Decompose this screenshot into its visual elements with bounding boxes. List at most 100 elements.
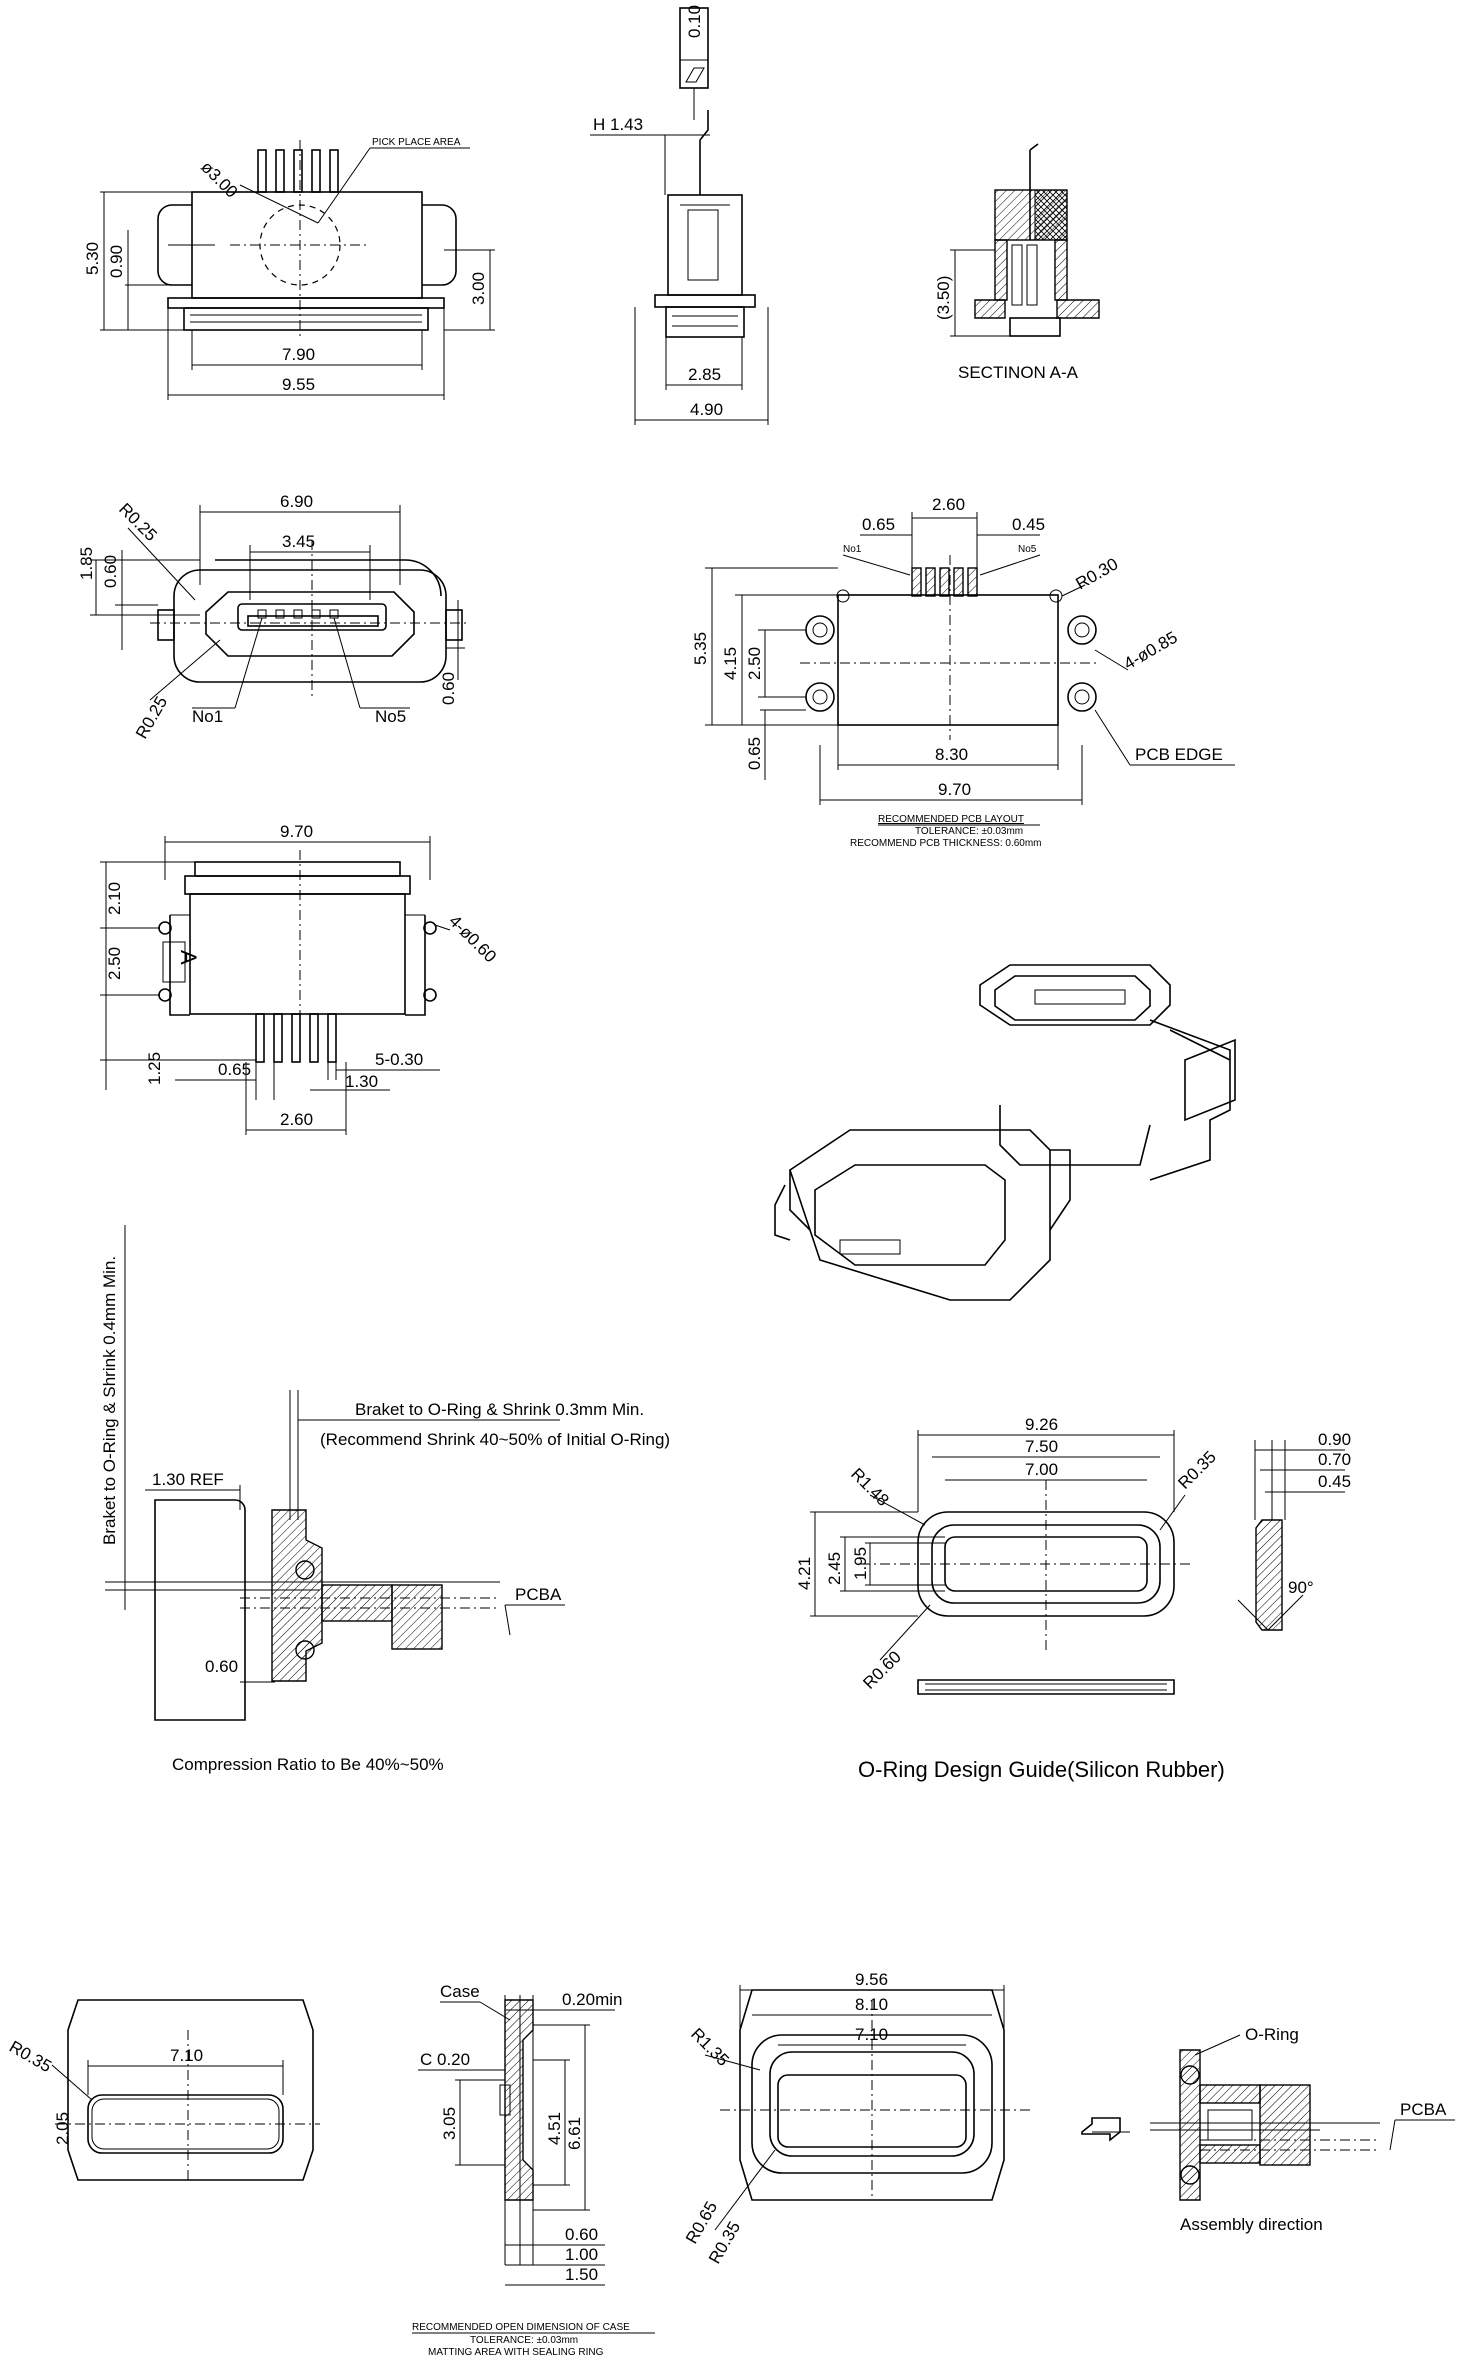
compression-label: Compression Ratio to Be 40%~50% — [172, 1755, 444, 1774]
case-label: Case — [440, 1982, 480, 2001]
case-width-710b: 7.10 — [855, 2025, 888, 2044]
section-title: SECTINON A-A — [958, 363, 1079, 382]
dim-height-415: 4.15 — [721, 647, 740, 680]
oring-thick-070: 0.70 — [1318, 1450, 1351, 1469]
case-dim-100: 1.00 — [565, 2245, 598, 2264]
oring-height-421: 4.21 — [795, 1557, 814, 1590]
oring-thick-090: 0.90 — [1318, 1430, 1351, 1449]
pcb-thickness: RECOMMEND PCB THICKNESS: 0.60mm — [850, 838, 1042, 849]
dim-width-285: 2.85 — [688, 365, 721, 384]
oring-title: O-Ring Design Guide(Silicon Rubber) — [858, 1757, 1225, 1782]
dim-width-790: 7.90 — [282, 345, 315, 364]
dim-height-530: 5.30 — [83, 242, 102, 275]
dim-width-260: 2.60 — [932, 495, 965, 514]
dim-width-045: 0.45 — [1012, 515, 1045, 534]
pin-label-no5: No5 — [375, 707, 406, 726]
bracket-ref-label: 1.30 REF — [152, 1470, 224, 1489]
bracket-label-2: (Recommend Shrink 40~50% of Initial O-Ri… — [320, 1430, 670, 1449]
case-title: RECOMMENDED OPEN DIMENSION OF CASE — [412, 2322, 630, 2333]
case-r035b: R0.35 — [705, 2218, 744, 2267]
pcb-layout-title: RECOMMENDED PCB LAYOUT — [878, 814, 1024, 825]
case-width-810: 8.10 — [855, 1995, 888, 2014]
section-a-a: (3.50) SECTINON A-A — [934, 143, 1100, 382]
dim-height-185: 1.85 — [77, 547, 96, 580]
pcb-tolerance: TOLERANCE: ±0.03mm — [915, 826, 1023, 837]
assembly-view: O-Ring PCBA Assembly direction — [1081, 2025, 1455, 2234]
case-open-view: R0.35 7.10 2.05 — [6, 1999, 320, 2181]
assembly-oring-label: O-Ring — [1245, 2025, 1299, 2044]
case-matting: MATTING AREA WITH SEALING RING — [428, 2347, 604, 2358]
case-section: Case 0.20min C 0.20 3.05 4.51 6.61 0.60 … — [412, 1982, 655, 2358]
case-chamfer: C 0.20 — [420, 2050, 470, 2069]
oring-thick-045: 0.45 — [1318, 1472, 1351, 1491]
oring-angle: 90° — [1288, 1578, 1314, 1597]
bracket-section: Braket to O-Ring & Shrink 0.4mm Min. 1.3… — [100, 1225, 670, 1774]
case-dim-150: 1.50 — [565, 2265, 598, 2284]
pcb-edge-label: PCB EDGE — [1135, 745, 1223, 764]
dim-width-970: 9.70 — [938, 780, 971, 799]
dim-height-060: 0.60 — [101, 555, 120, 588]
pcb-pads — [911, 567, 978, 597]
dim-width-955: 9.55 — [282, 375, 315, 394]
bottom-pins — [255, 1013, 337, 1063]
case-seal-view: 9.56 8.10 7.10 R1.35 R0.65 R0.35 — [682, 1970, 1030, 2267]
dim-height-060-right: 0.60 — [439, 672, 458, 705]
pcb-no5: No5 — [1018, 544, 1037, 555]
dim-width-130: 1.30 — [345, 1072, 378, 1091]
dim-diameter-300: ø3.00 — [197, 157, 241, 201]
bracket-label-1: Braket to O-Ring & Shrink 0.3mm Min. — [355, 1400, 644, 1419]
case-r035: R0.35 — [6, 2037, 55, 2076]
case-width-956: 9.56 — [855, 1970, 888, 1989]
pin-spec: 5-0.30 — [375, 1050, 423, 1069]
view-label-a: A — [176, 950, 201, 965]
pin-group — [257, 149, 339, 193]
dim-height-250: 2.50 — [105, 947, 124, 980]
iso-view-connector — [774, 964, 1236, 1301]
dim-height-125: 1.25 — [145, 1052, 164, 1085]
dim-height-065: 0.65 — [745, 737, 764, 770]
pcb-hole-spec: 4-ø0.85 — [1121, 628, 1181, 674]
flatness-value: 0.10 — [685, 5, 704, 38]
dim-height-535: 5.35 — [691, 632, 710, 665]
dim-height-210: 2.10 — [105, 882, 124, 915]
oring-width-926: 9.26 — [1025, 1415, 1058, 1434]
pcba-label: PCBA — [515, 1585, 562, 1604]
pick-place-label: PICK PLACE AREA — [372, 137, 461, 148]
pcb-no1: No1 — [843, 544, 862, 555]
pcb-layout: 2.60 0.65 0.45 No1 No5 R0.30 5.35 4.15 2… — [691, 495, 1235, 849]
side-view: 0.10 H 1.43 2.85 4.90 — [590, 5, 769, 425]
pin-label-no1: No1 — [192, 707, 223, 726]
case-height-205: 2.05 — [53, 2112, 72, 2145]
bottom-hole-spec: 4-ø0.60 — [445, 911, 500, 966]
dim-h-143: H 1.43 — [593, 115, 643, 134]
case-width-710: 7.10 — [170, 2046, 203, 2065]
case-thick-020min: 0.20min — [562, 1990, 622, 2009]
dim-height-350: (3.50) — [934, 276, 953, 320]
dim-r025-bottom: R0.25 — [132, 693, 171, 742]
assembly-pcba-label: PCBA — [1400, 2100, 1447, 2119]
dim-height-250: 2.50 — [745, 647, 764, 680]
dim-width-970: 9.70 — [280, 822, 313, 841]
dim-width-065: 0.65 — [218, 1060, 251, 1079]
oring-height-245: 2.45 — [825, 1552, 844, 1585]
case-height-451: 4.51 — [545, 2112, 564, 2145]
case-dim-060: 0.60 — [565, 2225, 598, 2244]
dim-height-300: 3.00 — [469, 272, 488, 305]
oring-r060: R0.60 — [859, 1647, 905, 1693]
bracket-vertical-label: Braket to O-Ring & Shrink 0.4mm Min. — [100, 1256, 119, 1545]
case-height-661: 6.61 — [565, 2117, 584, 2150]
dim-height-090: 0.90 — [107, 245, 126, 278]
oring-design: 9.26 7.50 7.00 R1.48 R0.35 4.21 2.45 1.9… — [795, 1415, 1351, 1782]
oring-r035: R0.35 — [1174, 1447, 1220, 1493]
dim-width-065: 0.65 — [862, 515, 895, 534]
oring-height-195: 1.95 — [851, 1547, 870, 1580]
bottom-view: A 9.70 2.10 2.50 4-ø0.60 1.25 0.65 5-0.3… — [100, 822, 500, 1135]
front-view: ø3.00 PICK PLACE AREA 5.30 0.90 3.00 7.9… — [83, 137, 495, 400]
dim-width-345: 3.45 — [282, 532, 315, 551]
dim-060: 0.60 — [205, 1657, 238, 1676]
dim-width-690: 6.90 — [280, 492, 313, 511]
case-tolerance: TOLERANCE: ±0.03mm — [470, 2335, 578, 2346]
port-view: 6.90 3.45 R0.25 1.85 0.60 R0.25 No1 No5 … — [77, 492, 470, 742]
case-r135: R1.35 — [687, 2024, 733, 2070]
